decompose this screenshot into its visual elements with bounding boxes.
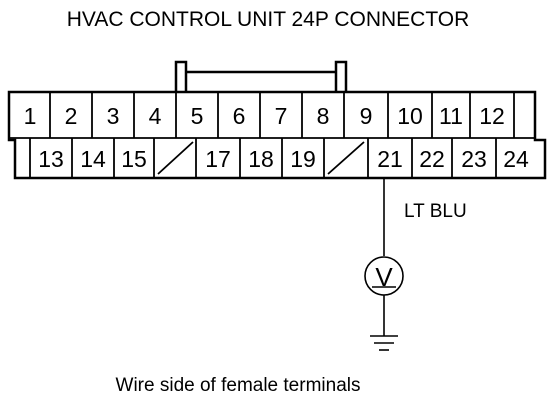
pin-number: 18 <box>248 146 274 172</box>
pin-number: 8 <box>317 103 330 129</box>
pin-number: 11 <box>439 103 463 129</box>
pin-number: 22 <box>419 146 445 172</box>
ground-icon <box>370 335 398 351</box>
row1-pin-labels: 1 2 3 4 5 6 7 8 9 10 11 12 <box>24 103 505 129</box>
connector-lock-tab <box>174 60 348 92</box>
voltmeter-icon: V <box>364 256 404 296</box>
pin-number: 4 <box>149 103 162 129</box>
pin-number: 21 <box>377 146 403 172</box>
row2-pin-labels: 13 14 15 17 18 19 21 22 23 24 <box>38 146 529 172</box>
pin-number: 3 <box>107 103 120 129</box>
pin-number: 5 <box>191 103 204 129</box>
pin-number: 15 <box>121 146 147 172</box>
pin-number: 12 <box>479 103 505 129</box>
empty-cavity-slash <box>157 141 194 175</box>
row1-dividers <box>49 92 515 138</box>
pin-number: 10 <box>397 103 423 129</box>
empty-cavity-slash <box>327 141 365 175</box>
pin-number: 17 <box>205 146 231 172</box>
pin-number: 24 <box>503 146 529 172</box>
voltmeter-symbol: V <box>375 262 393 292</box>
row2-dividers <box>29 138 497 178</box>
pin-number: 1 <box>24 103 37 129</box>
pin-number: 19 <box>290 146 316 172</box>
pin-number: 9 <box>360 103 373 129</box>
wire-color-label: LT BLU <box>404 201 467 222</box>
pin-number: 7 <box>275 103 288 129</box>
pin-number: 6 <box>233 103 246 129</box>
diagram-title: HVAC CONTROL UNIT 24P CONNECTOR <box>67 8 470 31</box>
connector-housing <box>7 90 547 180</box>
pin-number: 23 <box>461 146 487 172</box>
pin-number: 13 <box>38 146 64 172</box>
diagram-caption: Wire side of female terminals <box>116 375 361 396</box>
pin-number: 2 <box>65 103 78 129</box>
pin-number: 14 <box>80 146 106 172</box>
